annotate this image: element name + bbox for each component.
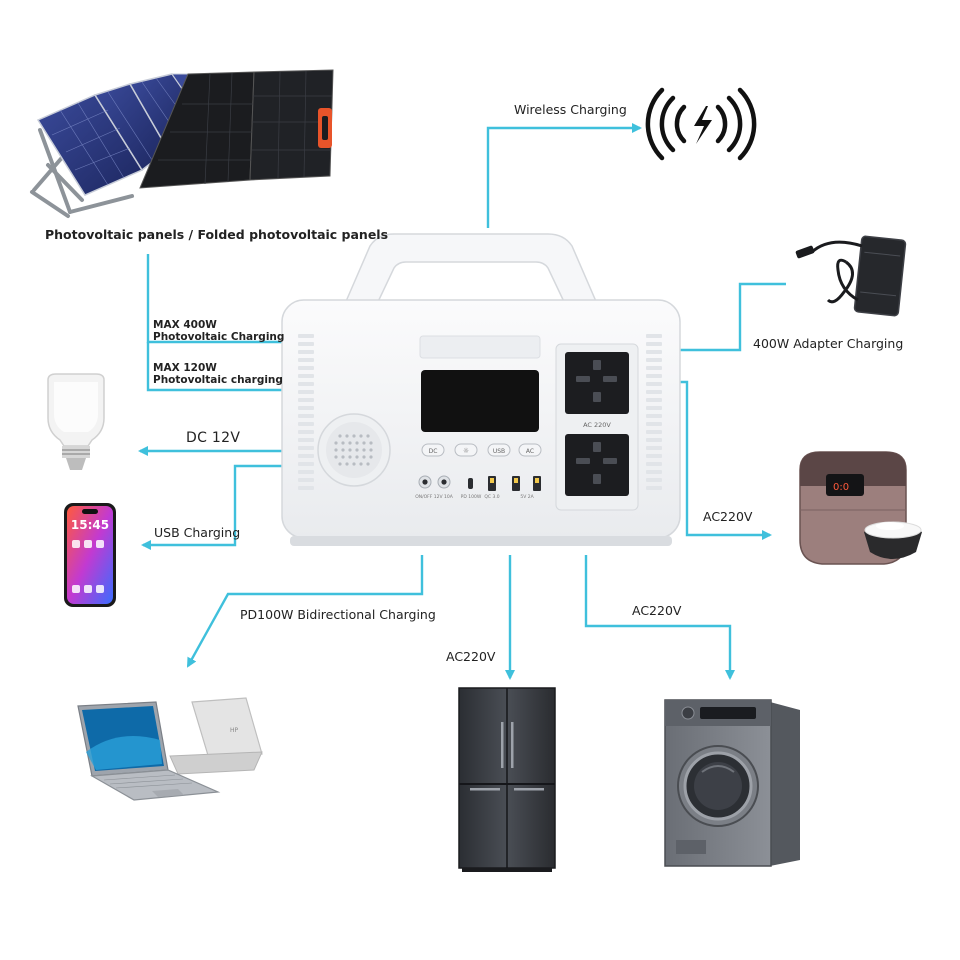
port-label-qc: QC 3.0 <box>484 494 499 500</box>
label-max120w: MAX 120W Photovoltaic charging <box>153 362 283 386</box>
ac-outlet-2 <box>565 434 629 496</box>
label-usb-charging: USB Charging <box>154 525 241 540</box>
connector-pd100w <box>186 555 424 668</box>
label-max400w: MAX 400W Photovoltaic Charging <box>153 319 284 343</box>
led-bulb-image <box>47 373 105 470</box>
button-usb-label: USB <box>493 448 505 455</box>
solar-panels-image <box>30 69 334 218</box>
device-handle <box>342 233 600 307</box>
device-port-row: ON/OFF 12V 10A PD 100W QC 3.0 5V 2A <box>415 475 541 500</box>
label-max400w-line2: Photovoltaic Charging <box>153 331 285 344</box>
phone-clock: 15:45 <box>71 518 109 532</box>
ac-outlet-label: AC 220V <box>583 421 611 429</box>
port-label-5v: 5V 2A <box>520 494 534 500</box>
label-max400w-line1: MAX 400W <box>153 319 217 331</box>
label-max120w-line2: Photovoltaic charging <box>153 374 283 387</box>
svg-text:HP: HP <box>230 727 239 734</box>
button-dc-label: DC <box>429 448 438 455</box>
label-ac220v-washer: AC220V <box>632 603 682 618</box>
smartphone-image: 15:45 <box>64 503 116 607</box>
connector-usb <box>141 464 282 550</box>
device-screen <box>421 370 539 432</box>
washing-machine-image <box>664 699 800 867</box>
label-max120w-line1: MAX 120W <box>153 362 217 374</box>
label-wireless-charging: Wireless Charging <box>514 102 627 117</box>
connector-ac-washer <box>584 555 735 680</box>
label-ac220v-fridge: AC220V <box>446 649 496 664</box>
button-light[interactable] <box>454 443 478 457</box>
device-button-row: DC ☼ USB AC <box>421 443 542 457</box>
wireless-charging-icon <box>645 87 757 161</box>
label-adapter-charging: 400W Adapter Charging <box>753 336 904 351</box>
label-pd100w: PD100W Bidirectional Charging <box>240 607 436 622</box>
connector-ac-cooker <box>680 380 772 540</box>
rice-cooker-image: 0:0 <box>799 451 922 565</box>
label-pv-panels: Photovoltaic panels / Folded photovoltai… <box>45 227 389 242</box>
connector-pv-120w <box>146 342 282 392</box>
svg-text:0:0: 0:0 <box>833 482 849 493</box>
connector-lines <box>138 123 786 680</box>
power-station-device: DC ☼ USB AC ON/OFF 12V 10A PD 100W QC 3.… <box>281 233 681 546</box>
button-usb[interactable] <box>487 443 511 457</box>
button-ac[interactable] <box>518 443 542 457</box>
port-label-pd: PD 100W <box>461 494 482 500</box>
label-ac220v-cooker: AC220V <box>703 509 753 524</box>
ac-outlet-1 <box>565 352 629 414</box>
connector-adapter <box>680 282 786 352</box>
button-dc[interactable] <box>421 443 445 457</box>
usb-c-port <box>468 478 473 489</box>
refrigerator-image <box>458 687 556 872</box>
laptops-image: HP <box>77 697 263 801</box>
button-light-label: ☼ <box>463 447 469 455</box>
power-adapter-image <box>795 235 907 317</box>
port-label-dc: ON/OFF 12V 10A <box>415 494 454 500</box>
connector-wireless <box>486 123 642 228</box>
button-ac-label: AC <box>526 448 534 455</box>
label-dc12v: DC 12V <box>186 430 241 446</box>
